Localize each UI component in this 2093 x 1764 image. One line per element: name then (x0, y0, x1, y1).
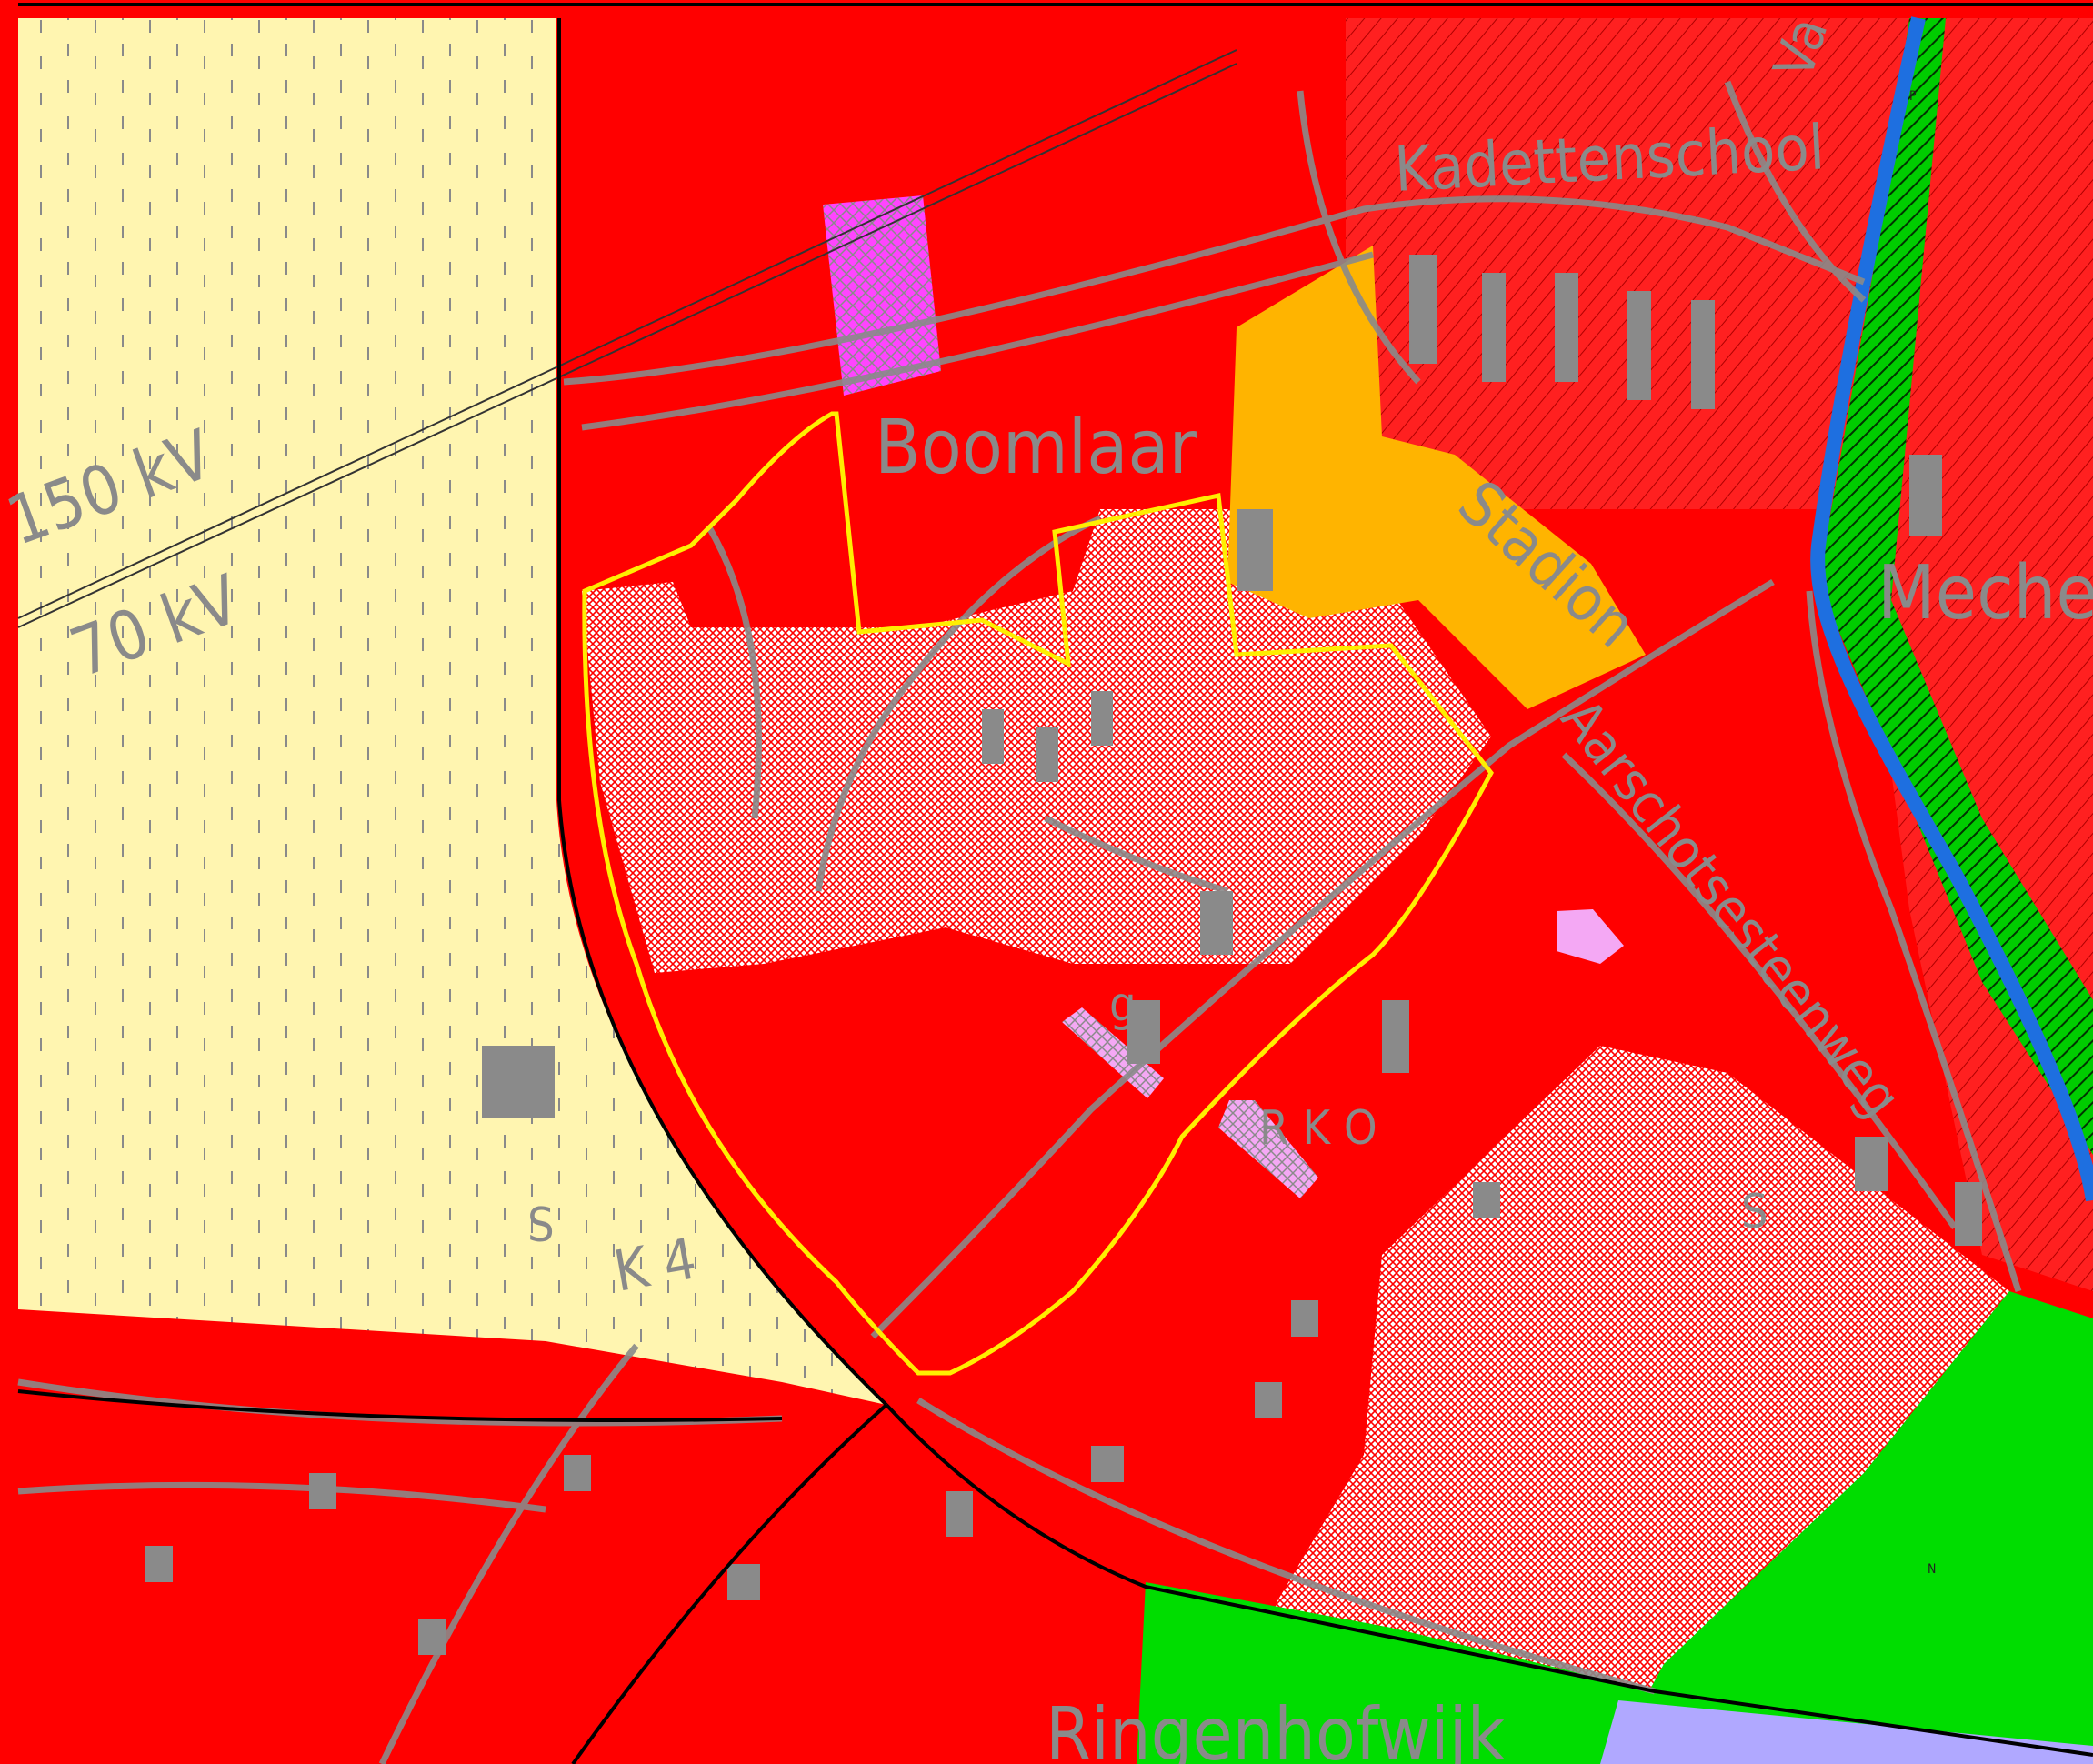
label-s-west: S (527, 1198, 555, 1253)
label-g: g (1109, 977, 1137, 1032)
label-s-east: S (1741, 1185, 1768, 1239)
stadium-recreation-zone (1227, 246, 1646, 709)
utility-zone-rko (1218, 1100, 1318, 1198)
park-zone-south (1137, 1582, 2093, 1764)
label-small-n: N (1928, 1562, 1936, 1577)
utility-zone-east (1557, 909, 1624, 964)
industry-hatched-zone-north (1346, 18, 1909, 509)
plan-boundary (582, 411, 1494, 1376)
park-zone-east (1609, 1291, 2093, 1764)
label-mechelen: Meche (1878, 550, 2093, 636)
label-ringenhofwijk: Ringenhofwijk (1046, 1692, 1506, 1764)
community-facility-zone (823, 195, 941, 396)
residential-extension-zone-south (1246, 1046, 2009, 1691)
topographic-layer (17, 80, 2022, 1764)
label-small-p: P (1909, 89, 1917, 104)
building-blocks (145, 255, 1982, 1655)
agricultural-zone (18, 18, 886, 1405)
label-rko: R K O (1259, 1101, 1377, 1156)
zone-boundaries (17, 3, 2093, 1764)
utility-zone-g (1062, 1007, 1164, 1098)
power-lines (17, 49, 1237, 628)
river (1810, 16, 2093, 1202)
park-hatched-corridor (1818, 18, 2093, 1155)
label-boomlaar: Boomlaar (875, 405, 1197, 491)
transport-zone (1600, 1700, 2093, 1764)
label-k4: K 4 (609, 1225, 701, 1304)
